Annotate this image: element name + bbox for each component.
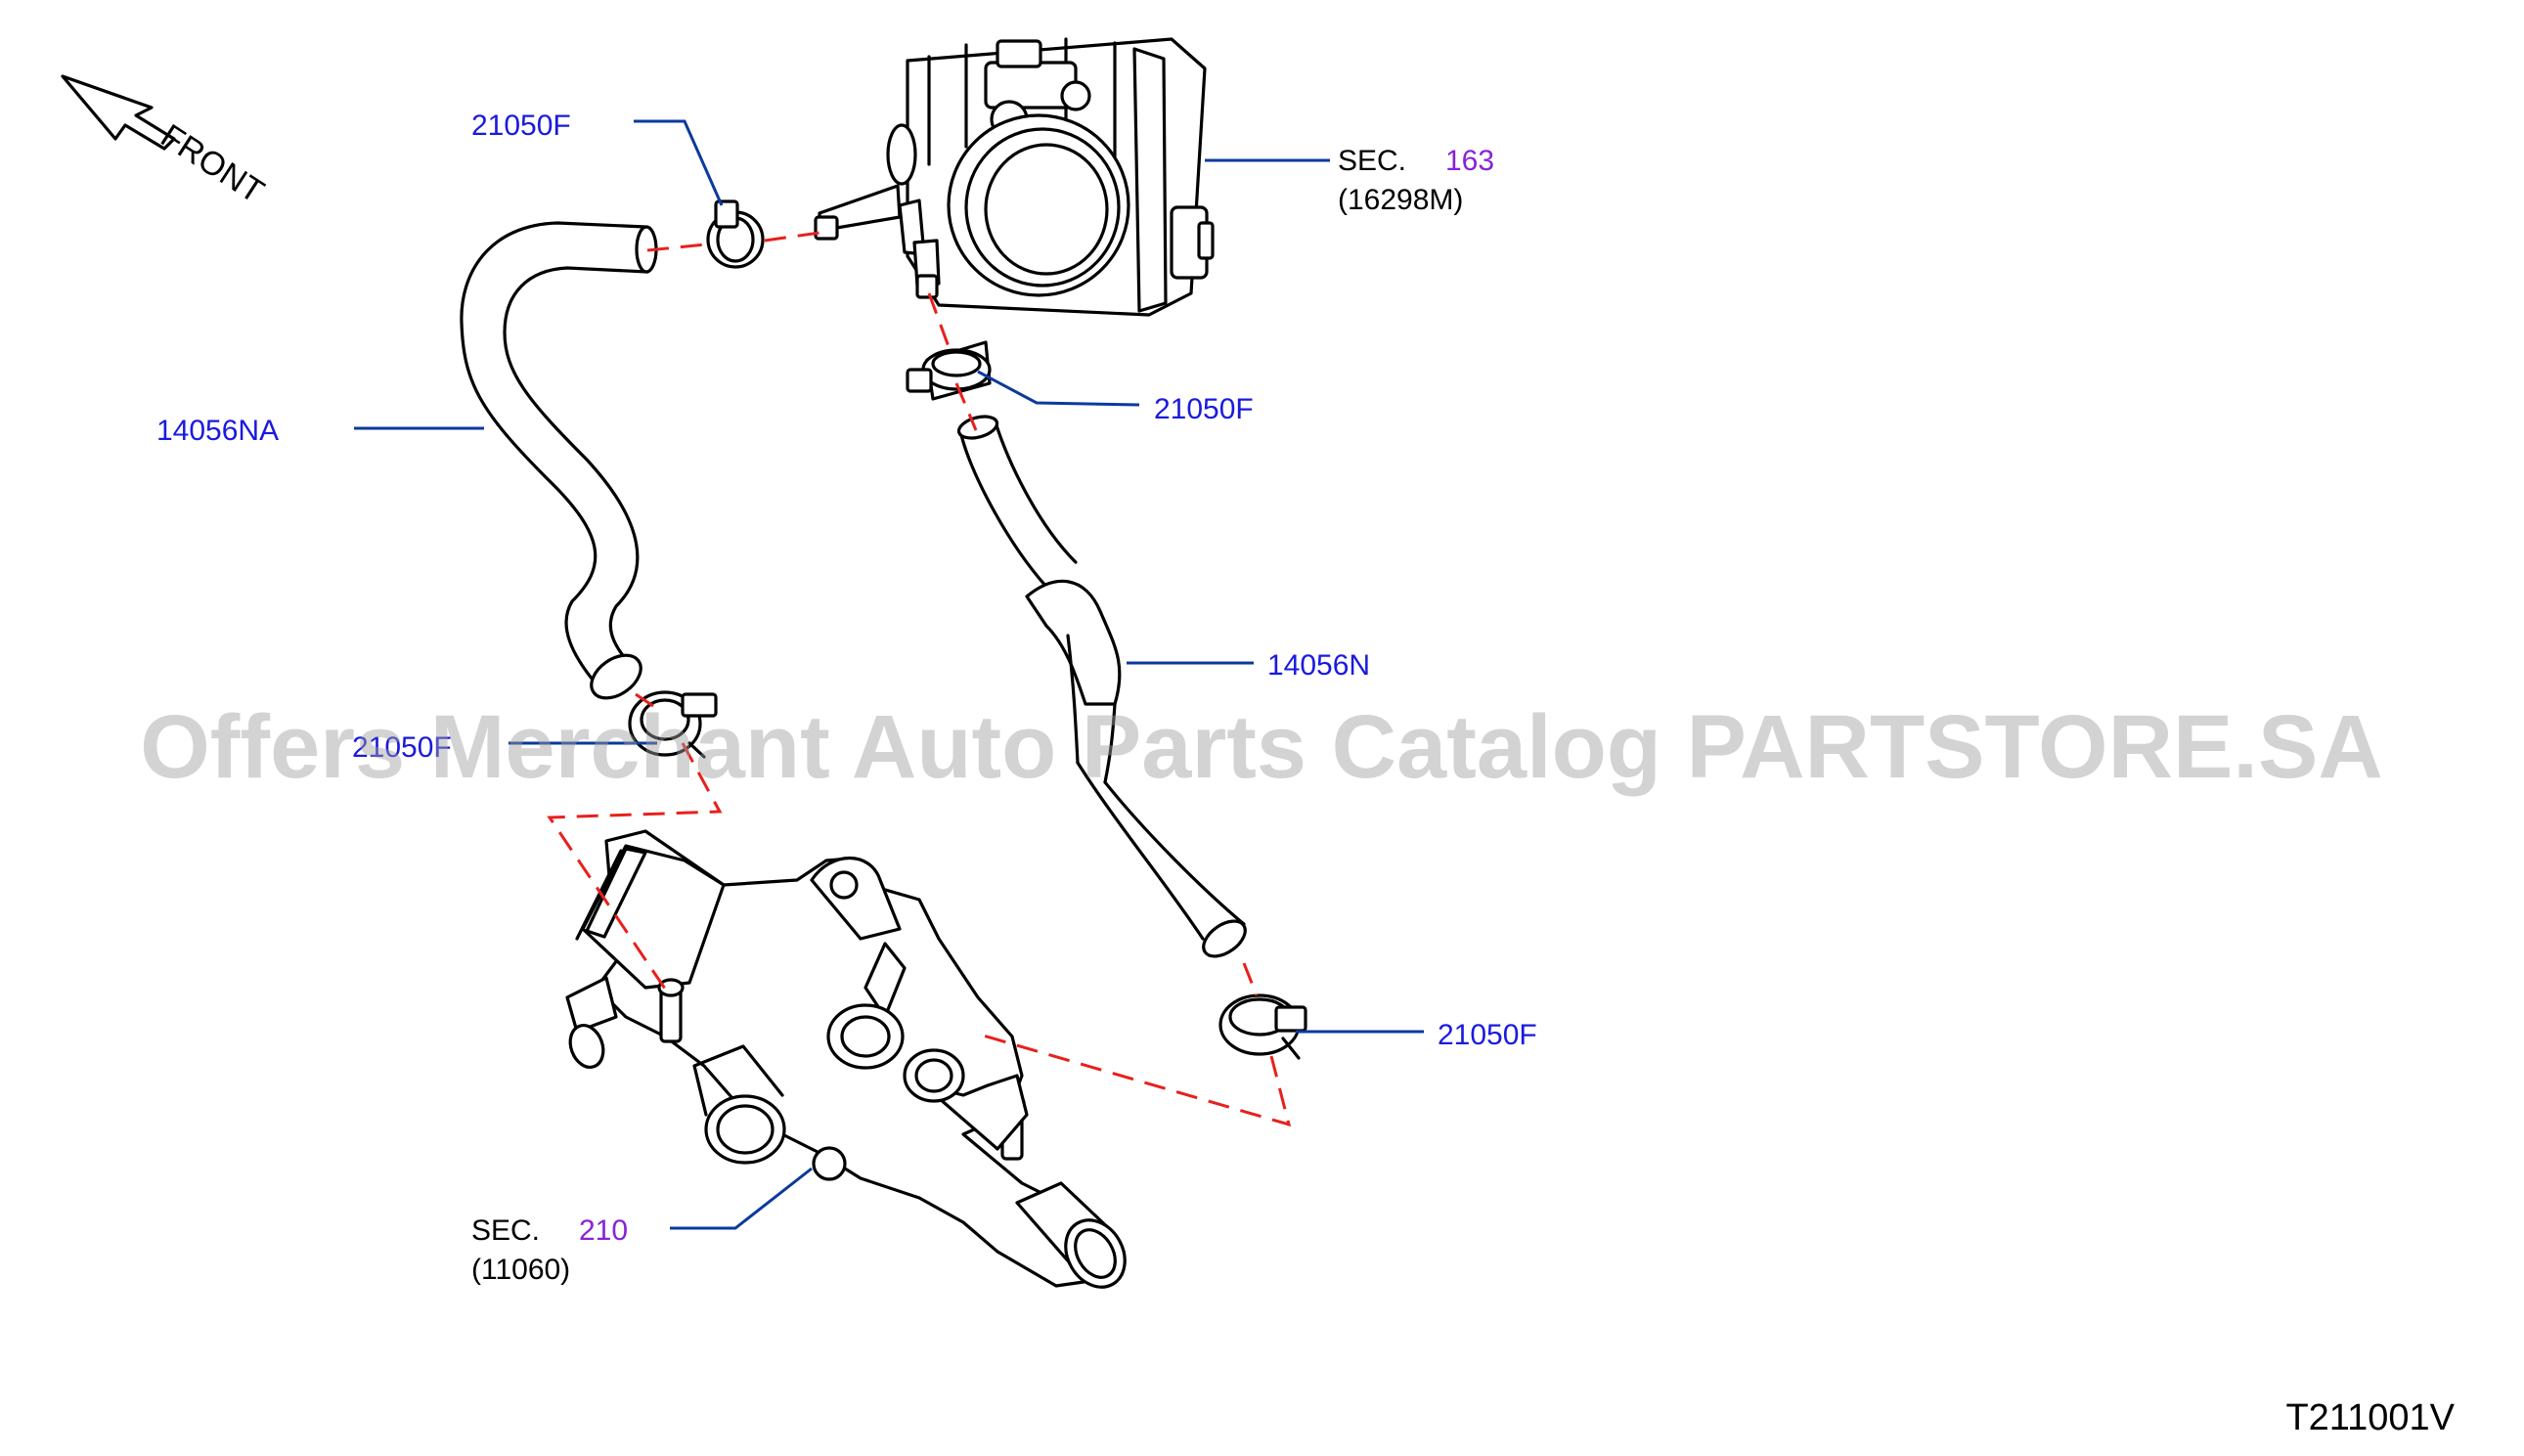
throttle-body[interactable] bbox=[814, 37, 1215, 317]
clamp-left[interactable] bbox=[628, 690, 718, 759]
clamp-mid[interactable] bbox=[906, 340, 992, 401]
sec-210-ref: (11060) bbox=[471, 1254, 570, 1286]
water-outlet-assembly[interactable] bbox=[564, 829, 1136, 1298]
sec-210-link[interactable]: 210 bbox=[579, 1214, 628, 1247]
watermark-text: Offers Merchant Auto Parts Catalog PARTS… bbox=[140, 697, 2383, 797]
front-arrow-icon bbox=[61, 74, 176, 151]
clamp-top[interactable] bbox=[706, 199, 765, 269]
sec-163-prefix: SEC. bbox=[1338, 145, 1406, 177]
hose-14056n[interactable] bbox=[956, 413, 1252, 963]
diagram-code: T211001V bbox=[2285, 1397, 2455, 1438]
sec-163-link[interactable]: 163 bbox=[1445, 145, 1494, 177]
sec-163-ref: (16298M) bbox=[1338, 184, 1463, 216]
callout-14056n[interactable]: 14056N bbox=[1267, 649, 1370, 682]
sec-210-prefix: SEC. bbox=[471, 1214, 540, 1247]
callout-21050f-left[interactable]: 21050F bbox=[352, 731, 452, 764]
callout-leaders bbox=[354, 119, 1424, 1230]
clamp-bottom[interactable] bbox=[1218, 993, 1307, 1060]
front-label: FRONT bbox=[155, 117, 271, 211]
callout-21050f-bottom[interactable]: 21050F bbox=[1438, 1019, 1537, 1051]
callout-21050f-top[interactable]: 21050F bbox=[471, 110, 571, 142]
hose-14056na[interactable] bbox=[460, 221, 658, 707]
callout-14056na[interactable]: 14056NA bbox=[156, 415, 279, 447]
assembly-guide-lines bbox=[547, 231, 1292, 1127]
callout-21050f-mid[interactable]: 21050F bbox=[1154, 393, 1254, 425]
